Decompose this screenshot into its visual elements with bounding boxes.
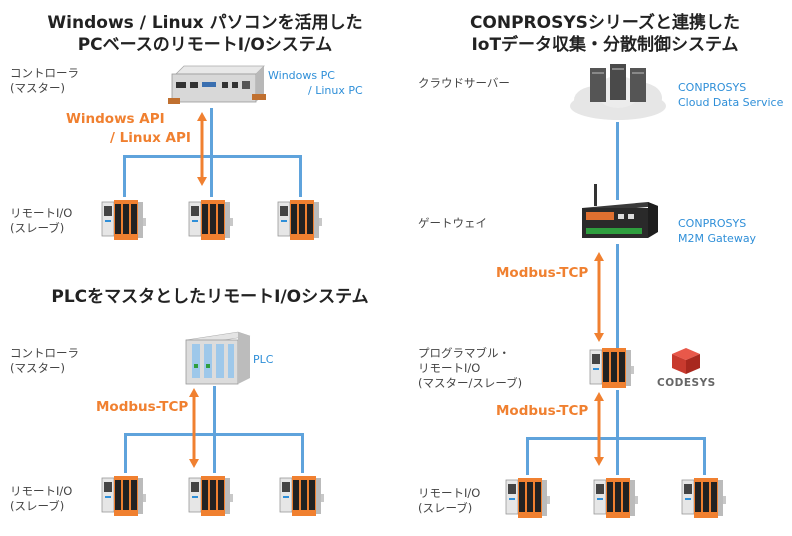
- section3-remote-label-line1: リモートI/O: [418, 486, 481, 500]
- section2-controller-label-line2: (マスター): [10, 361, 65, 375]
- section1-title-line1: Windows / Linux パソコンを活用した: [47, 13, 363, 33]
- plc-icon: [185, 331, 251, 385]
- section1-controller-label-line1: コントローラ: [10, 66, 79, 80]
- section1-api-label-line1: Windows API: [66, 111, 165, 127]
- gateway-icon: [582, 184, 658, 238]
- section1-drop-line-3: [299, 155, 302, 197]
- section2-drop-line-1: [124, 433, 127, 473]
- section2-remote-io-icon-2: [188, 475, 234, 517]
- section3-title-line2: IoTデータ収集・分散制御システム: [471, 35, 739, 55]
- section2-remote-label-line2: (スレーブ): [10, 499, 65, 513]
- section3-drop-line-2: [616, 437, 619, 475]
- section3-protocol-upper-label: Modbus-TCP: [496, 265, 589, 281]
- plc-label: PLC: [253, 353, 274, 366]
- programmable-remote-io-icon: [589, 347, 635, 389]
- section1-remote-label-line2: (スレーブ): [10, 221, 65, 235]
- section3-drop-line-3: [703, 437, 706, 475]
- cloud-to-gateway-line: [616, 122, 619, 200]
- section3-upper-modbus-arrow: [594, 252, 604, 342]
- codesys-logo-icon: [672, 348, 700, 374]
- section2-drop-line-3: [301, 433, 304, 473]
- section1-api-arrow: [197, 112, 207, 186]
- section1-remote-io-icon-3: [277, 199, 323, 241]
- section1-controller-label-line2: (マスター): [10, 81, 65, 95]
- section2-remote-io-icon-3: [279, 475, 325, 517]
- section3-trunk-line: [616, 390, 619, 438]
- section3-title-line1: CONPROSYSシリーズと連携した: [469, 13, 741, 33]
- section1-pc-label-line2: / Linux PC: [308, 84, 363, 97]
- section2-protocol-label: Modbus-TCP: [96, 399, 189, 415]
- section3-drop-line-1: [526, 437, 529, 475]
- section2-drop-line-2: [213, 433, 216, 473]
- section1-remote-io-icon-2: [188, 199, 234, 241]
- programmable-io-label-line2: リモートI/O: [418, 361, 481, 375]
- codesys-logo-text: CODESYS: [657, 377, 716, 389]
- gateway-to-plc-line: [616, 244, 619, 348]
- cloud-service-label-line1: CONPROSYS: [678, 81, 747, 94]
- section2-modbus-arrow: [189, 388, 199, 468]
- cloud-server-label: クラウドサーバー: [418, 76, 510, 90]
- section1-drop-line-2: [210, 155, 213, 197]
- section3-remote-label-line2: (スレーブ): [418, 501, 473, 515]
- section3-remote-io-icon-1: [505, 477, 551, 519]
- section2-trunk-line: [213, 386, 216, 434]
- section3-lower-modbus-arrow: [594, 392, 604, 466]
- cloud-server-icon: [570, 64, 666, 120]
- section1-trunk-line: [210, 108, 213, 156]
- box-pc-icon: [168, 65, 266, 104]
- section2-remote-io-icon-1: [101, 475, 147, 517]
- gateway-label: ゲートウェイ: [418, 216, 487, 230]
- programmable-io-label-line1: プログラマブル・: [418, 346, 510, 360]
- section2-remote-label-line1: リモートI/O: [10, 484, 73, 498]
- section1-pc-label-line1: Windows PC: [268, 69, 335, 82]
- section1-drop-line-1: [123, 155, 126, 197]
- gateway-product-label-line2: M2M Gateway: [678, 232, 757, 245]
- section2-controller-label-line1: コントローラ: [10, 346, 79, 360]
- section1-title-line2: PCベースのリモートI/Oシステム: [77, 35, 333, 55]
- section3-remote-io-icon-3: [681, 477, 727, 519]
- section1-remote-io-icon-1: [101, 199, 147, 241]
- section1-api-label-line2: / Linux API: [110, 130, 191, 146]
- section2-title: PLCをマスタとしたリモートI/Oシステム: [51, 287, 369, 307]
- cloud-service-label-line2: Cloud Data Service: [678, 96, 784, 109]
- programmable-io-label-line3: (マスター/スレーブ): [418, 376, 523, 390]
- section3-remote-io-icon-2: [593, 477, 639, 519]
- section1-remote-label-line1: リモートI/O: [10, 206, 73, 220]
- section3-protocol-lower-label: Modbus-TCP: [496, 403, 589, 419]
- gateway-product-label-line1: CONPROSYS: [678, 217, 747, 230]
